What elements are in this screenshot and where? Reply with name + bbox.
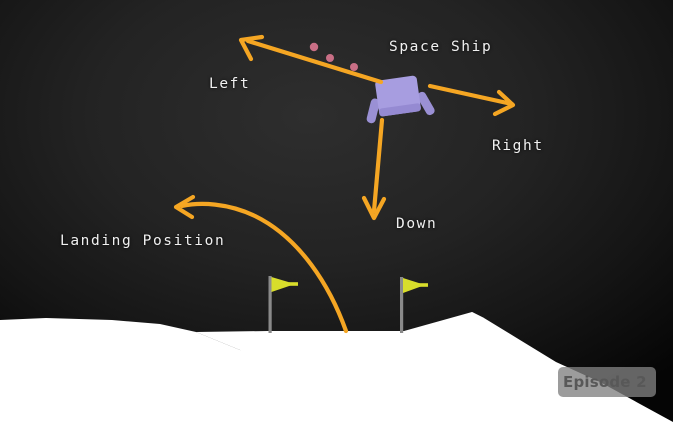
arrow-down-head xyxy=(361,195,387,221)
particle-dot xyxy=(350,63,358,71)
arrow-left-shaft xyxy=(245,38,384,85)
flag-banner-left xyxy=(271,277,295,292)
terrain-polygon xyxy=(0,312,673,446)
arrow-left-head xyxy=(238,34,265,62)
arrow-landing-shaft xyxy=(179,201,349,334)
label-landing-position: Landing Position xyxy=(60,233,226,249)
arrow-landing-position xyxy=(173,194,349,334)
particle-group xyxy=(309,42,358,71)
terrain-pad-right-slope xyxy=(404,312,484,366)
ship-leg-right xyxy=(417,91,435,116)
terrain-pad-left-slope xyxy=(196,331,268,366)
landing-flag-right xyxy=(400,277,428,333)
space-ship-sprite xyxy=(366,75,435,124)
particle-dot xyxy=(309,42,319,52)
ship-leg-left xyxy=(366,98,380,124)
lunar-terrain xyxy=(0,312,673,446)
annotation-arrows xyxy=(173,34,516,334)
flag-pole-left xyxy=(268,276,272,333)
episode-badge-label: Episode 2 xyxy=(563,373,647,391)
landing-flag-left xyxy=(268,276,298,333)
episode-badge-background xyxy=(558,367,656,397)
arrow-right xyxy=(427,83,516,117)
arrow-landing-head xyxy=(173,194,196,220)
arrow-left xyxy=(238,34,384,85)
ship-body-shade xyxy=(378,103,421,117)
flag-banner-right-tip xyxy=(419,283,428,287)
arrow-down-shaft xyxy=(371,117,385,214)
label-down: Down xyxy=(396,216,438,232)
arrow-down xyxy=(361,117,387,221)
label-left: Left xyxy=(209,76,251,92)
flag-banner-right xyxy=(403,278,425,293)
flag-pole-right xyxy=(400,277,404,333)
label-right: Right xyxy=(492,138,544,154)
arrow-right-shaft xyxy=(427,83,515,107)
particle-dot xyxy=(326,54,334,62)
landing-pad xyxy=(268,331,404,365)
flag-banner-left-tip xyxy=(289,282,298,286)
arrow-right-head xyxy=(492,89,516,117)
label-space-ship: Space Ship xyxy=(389,39,493,55)
